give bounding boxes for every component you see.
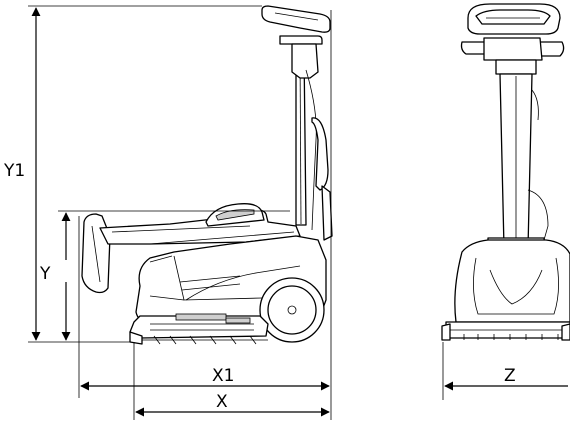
side-view-machine xyxy=(81,5,333,345)
z-label: Z xyxy=(504,366,516,386)
x1-label: X1 xyxy=(212,366,234,386)
y-label: Y xyxy=(39,264,51,284)
front-view-machine xyxy=(441,3,570,341)
extension-lines xyxy=(28,5,444,420)
x-label: X xyxy=(216,392,228,412)
y1-label: Y1 xyxy=(3,161,25,181)
